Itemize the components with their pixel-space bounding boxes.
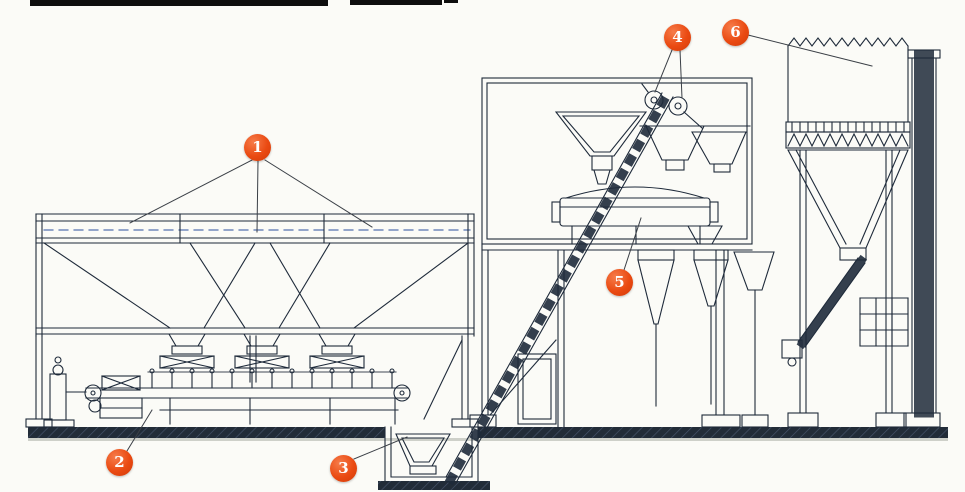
hoist-pulleys	[641, 83, 703, 129]
scan-artifacts	[30, 0, 458, 6]
callout-badge-4: 4	[664, 24, 691, 51]
callout-badge-3: 3	[330, 455, 357, 482]
belt-conveyor	[43, 356, 411, 428]
callout-number-2: 2	[114, 453, 125, 471]
callout-badge-6: 6	[722, 19, 749, 46]
ground	[28, 427, 948, 441]
skip-hoist-track	[444, 88, 674, 486]
callout-badge-1: 1	[244, 134, 271, 161]
mixer	[551, 186, 723, 245]
callout-number-5: 5	[614, 273, 625, 291]
dust-cyclones	[637, 249, 775, 428]
callout-badge-5: 5	[606, 269, 633, 296]
leader-lines	[126, 34, 873, 460]
callout-number-4: 4	[672, 28, 683, 46]
callout-number-1: 1	[252, 138, 263, 156]
skip-pit-hopper	[378, 426, 490, 490]
callout-number-3: 3	[338, 459, 349, 477]
cement-silo	[781, 37, 911, 428]
callout-badge-2: 2	[106, 449, 133, 476]
callout-number-6: 6	[730, 23, 741, 41]
silo-ladder-column	[903, 49, 941, 428]
